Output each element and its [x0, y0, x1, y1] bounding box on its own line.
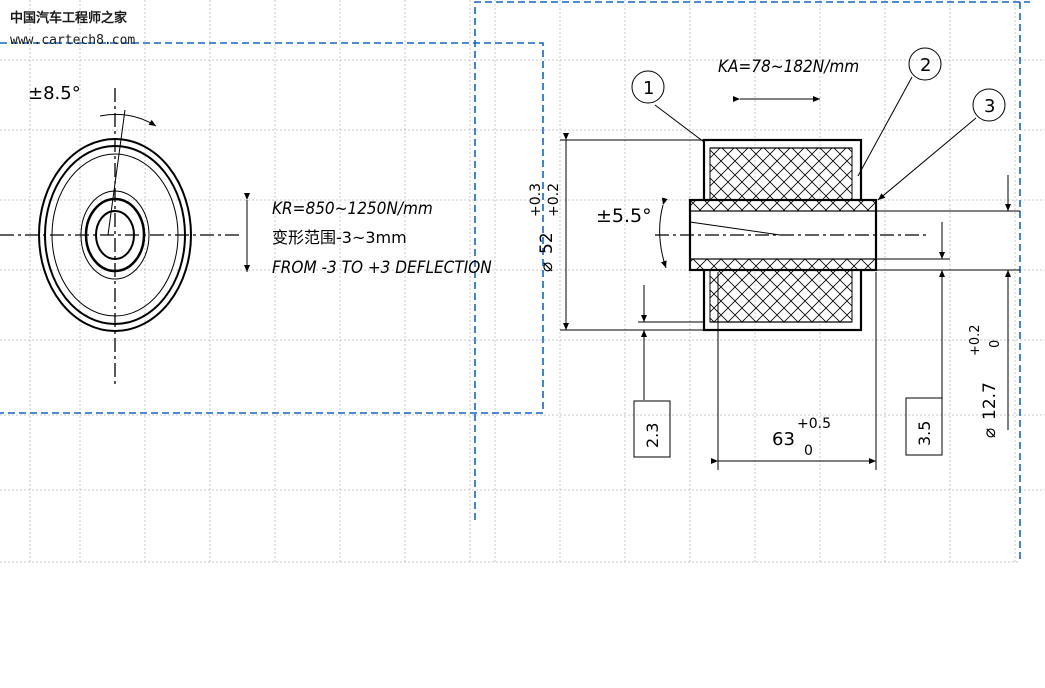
inner-diameter-dim: ⌀ 12.7 +0.2 0: [968, 324, 1003, 438]
inner-dia-tol-upper: +0.2: [968, 324, 983, 356]
deflection-cn-label: 变形范围-3~3mm: [272, 228, 407, 247]
outer-dia-tol-lower: +0.2: [546, 183, 562, 217]
inner-dia-tol-lower: 0: [988, 340, 1003, 348]
conical-angle-label: ±5.5°: [596, 205, 652, 227]
section-view: [655, 138, 930, 332]
deflection-en-label: FROM -3 TO +3 DEFLECTION: [272, 258, 492, 278]
dimension-lines: [560, 47, 1020, 470]
outer-dia-value: 52: [537, 232, 557, 254]
flange-dim-label: 2.3: [643, 423, 662, 448]
inner-dia-value: 12.7: [980, 382, 1000, 420]
length-tol-upper: +0.5: [797, 416, 831, 432]
outer-diameter-dim: ⌀ 52 +0.3 +0.2: [528, 183, 562, 272]
end-view: [0, 88, 250, 385]
length-value: 63: [772, 429, 795, 450]
rotation-angle-label: ±8.5°: [28, 83, 81, 104]
svg-text:⌀: ⌀: [980, 428, 1000, 438]
viewport-frames: [0, 1, 1030, 562]
tube-dim-label: 3.5: [915, 421, 934, 446]
outer-dia-tol-upper: +0.3: [528, 183, 544, 217]
balloon-2-label: 2: [920, 55, 931, 76]
length-tol-lower: 0: [804, 443, 813, 459]
radial-stiffness-label: KR=850~1250N/mm: [272, 199, 433, 219]
axial-stiffness-label: KA=78~182N/mm: [718, 57, 859, 77]
watermark-url: www.cartech8.com: [10, 33, 135, 48]
balloon-3-label: 3: [984, 96, 995, 117]
balloon-1-label: 1: [643, 78, 654, 99]
svg-text:⌀: ⌀: [537, 262, 557, 272]
watermark-site-name: 中国汽车工程师之家: [10, 10, 128, 26]
background-grid: [0, 0, 1045, 563]
